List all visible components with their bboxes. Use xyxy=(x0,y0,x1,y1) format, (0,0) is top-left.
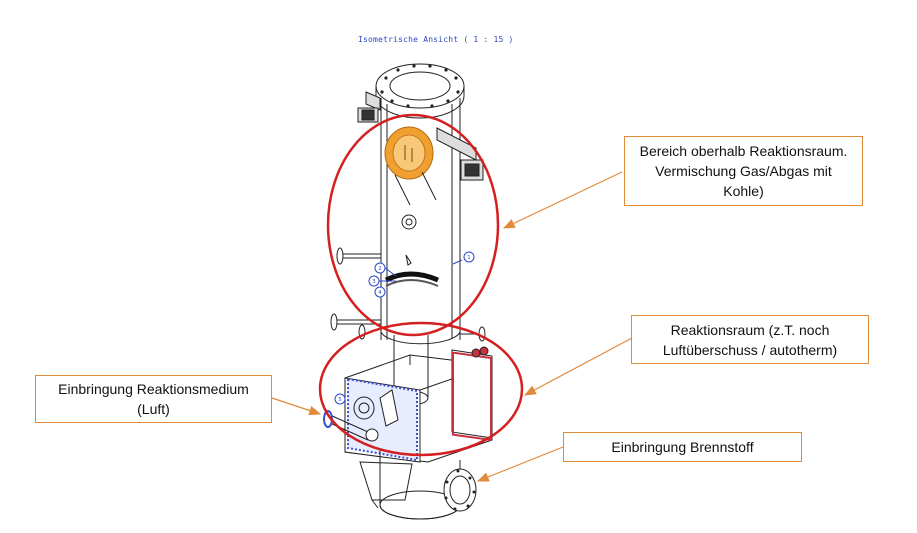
balloon-2: 2 xyxy=(378,266,381,272)
arrow-upper xyxy=(502,171,623,229)
arrow-medium xyxy=(271,397,322,416)
upper-zone-ellipse xyxy=(326,113,500,337)
balloon-1: 1 xyxy=(467,255,470,261)
callout-reaction-medium: Einbringung Reaktionsmedium (Luft) xyxy=(35,375,272,423)
item-balloons xyxy=(334,251,475,405)
view-title: Isometrische Ansicht ( 1 : 15 ) xyxy=(358,35,514,44)
callout-fuel: Einbringung Brennstoff xyxy=(563,432,802,462)
arrow-reaction xyxy=(523,337,633,396)
support-lugs xyxy=(357,91,484,181)
callout-reaction-zone: Reaktionsraum (z.T. noch Luftüberschuss … xyxy=(631,315,869,364)
inlet-plate-blue xyxy=(347,377,418,462)
top-flange xyxy=(375,63,465,119)
callout-upper-zone: Bereich oberhalb Reaktionsraum. Vermisch… xyxy=(624,136,863,206)
balloon-4: 4 xyxy=(378,290,381,296)
mixing-ring xyxy=(384,271,439,287)
arrow-fuel xyxy=(476,446,564,482)
fuel-inlet xyxy=(359,448,477,520)
side-nozzles xyxy=(330,247,486,342)
balloon-5: 5 xyxy=(338,397,341,403)
reaction-zone-ellipse xyxy=(318,321,524,457)
air-inlet-pipe xyxy=(323,410,379,442)
inspection-flange-orange xyxy=(384,126,434,180)
balloon-3: 3 xyxy=(372,279,375,285)
sight-port xyxy=(394,171,437,266)
